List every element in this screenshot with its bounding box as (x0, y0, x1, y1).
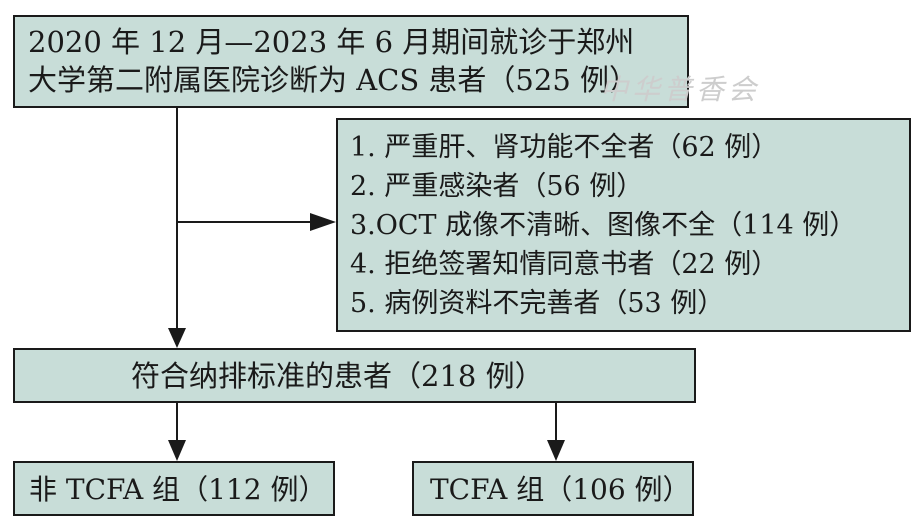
non-tcfa-group-label: 非 TCFA 组（112 例） (29, 473, 327, 506)
tcfa-group-label: TCFA 组（106 例） (430, 473, 691, 506)
arrowhead-to-exclusions (310, 213, 336, 231)
enrolled-patients-box: 2020 年 12 月—2023 年 6 月期间就诊于郑州 大学第二附属医院诊断… (13, 15, 689, 108)
non-tcfa-group-box: 非 TCFA 组（112 例） (13, 461, 335, 516)
watermark-logo: 中华普香会 (600, 73, 761, 106)
included-patients-label: 符合纳排标准的患者（218 例） (131, 359, 544, 393)
tcfa-group-box: TCFA 组（106 例） (412, 461, 694, 516)
exclusion-item: 3.OCT 成像不清晰、图像不全（114 例） (350, 210, 857, 241)
arrowhead-to-included (168, 328, 186, 348)
exclusion-item: 1. 严重肝、肾功能不全者（62 例） (350, 132, 779, 163)
exclusion-item: 5. 病例资料不完善者（53 例） (350, 288, 725, 319)
enrolled-line-1: 2020 年 12 月—2023 年 6 月期间就诊于郑州 (28, 25, 635, 59)
enrolled-line-2: 大学第二附属医院诊断为 ACS 患者（525 例） (28, 63, 639, 97)
arrowhead-to-non-tcfa (168, 440, 186, 461)
exclusion-criteria-box: 1. 严重肝、肾功能不全者（62 例） 2. 严重感染者（56 例） 3.OCT… (336, 118, 911, 332)
exclusion-item: 4. 拒绝签署知情同意书者（22 例） (350, 249, 779, 280)
arrowhead-to-tcfa (547, 440, 565, 461)
exclusion-item: 2. 严重感染者（56 例） (350, 171, 644, 202)
included-patients-box: 符合纳排标准的患者（218 例） (13, 348, 696, 403)
